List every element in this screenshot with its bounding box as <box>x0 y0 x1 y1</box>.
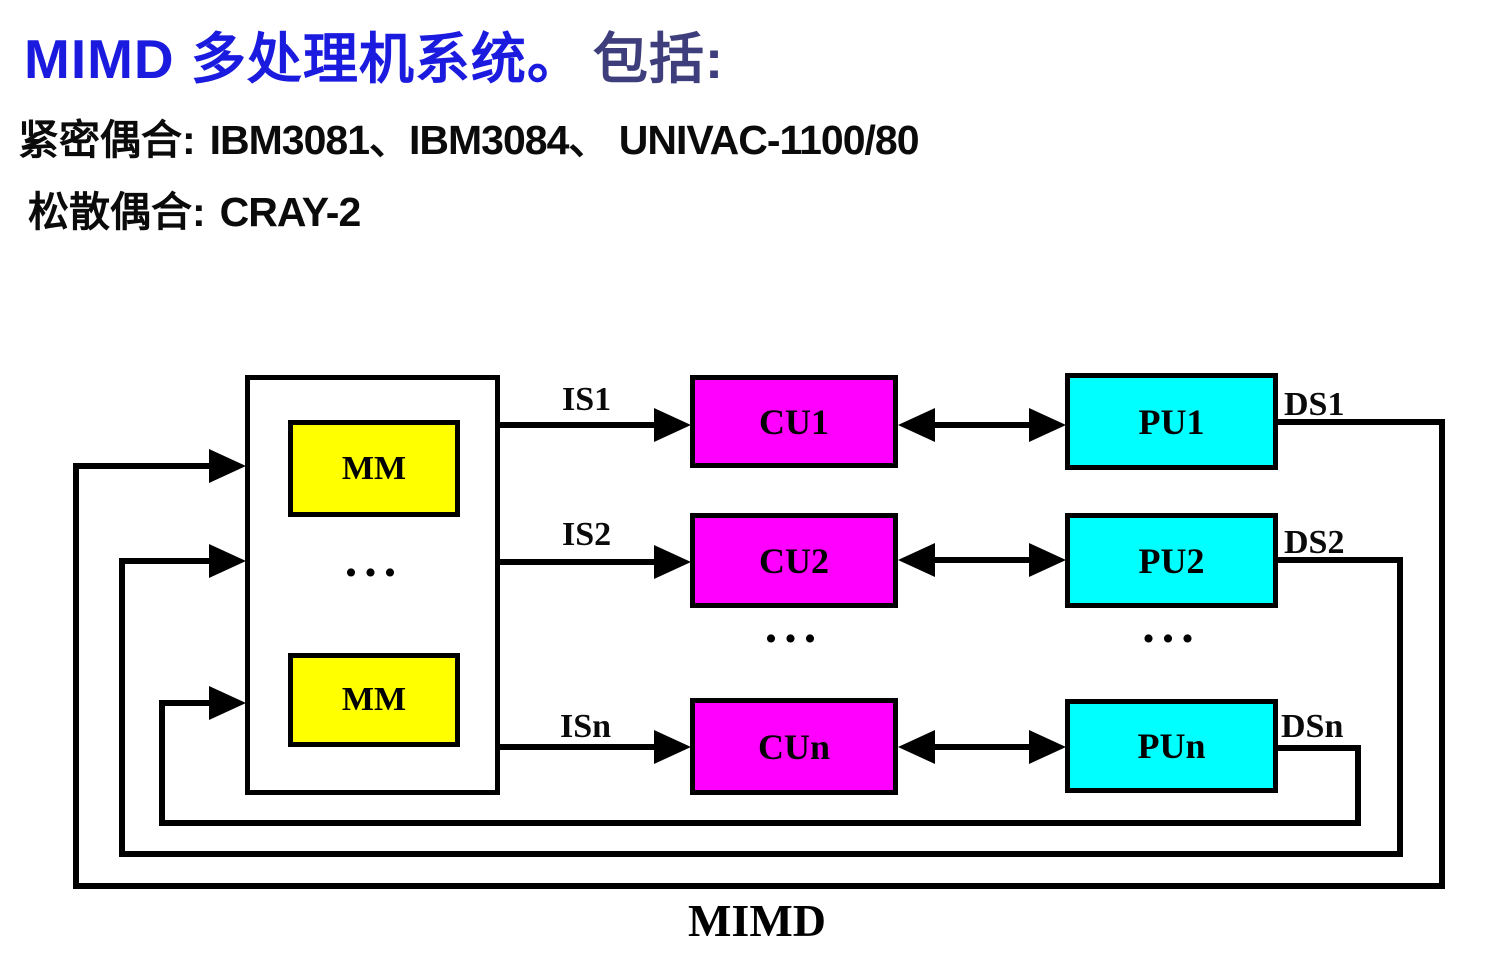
cun-pun-left-arrowhead-icon <box>898 730 935 764</box>
dsn-line-into-memory <box>159 700 212 706</box>
cun-pun-line <box>930 744 1033 750</box>
dsn-line-out <box>1275 745 1361 751</box>
ds2-line-into-memory <box>119 558 212 564</box>
tight-coupling-label: 紧密偶合: <box>18 117 196 163</box>
is1-arrowhead-icon <box>654 408 691 442</box>
cu-ellipsis: ... <box>764 597 824 653</box>
memory-ellipsis: ... <box>344 531 404 587</box>
isn-line <box>500 744 656 750</box>
memory-module-1-label: MM <box>341 449 407 487</box>
ds1-line-bottom <box>73 883 1445 889</box>
cu2-box: CU2 <box>690 513 898 608</box>
pu2-box: PU2 <box>1065 513 1278 608</box>
ds2-line-out <box>1275 557 1403 563</box>
cun-label: CUn <box>757 726 831 767</box>
cu2-pu2-line <box>930 557 1033 563</box>
title-suffix: 包括: <box>592 28 725 90</box>
memory-module-n-box: MM <box>288 653 460 747</box>
is2-label: IS2 <box>562 516 612 553</box>
loose-coupling-label: 松散偶合: <box>28 189 206 235</box>
is1-label: IS1 <box>562 381 612 418</box>
diagram-caption: MIMD <box>688 895 826 946</box>
ds2-line-right-vertical <box>1397 557 1403 857</box>
dsn-arrowhead-icon <box>209 686 246 720</box>
cu1-pu1-right-arrowhead-icon <box>1029 408 1066 442</box>
pun-box: PUn <box>1065 699 1278 793</box>
cu2-pu2-left-arrowhead-icon <box>898 543 935 577</box>
is2-arrowhead-icon <box>654 545 691 579</box>
ds2-line-bottom <box>119 851 1403 857</box>
ds1-line-left-vertical <box>73 463 79 889</box>
tight-coupling-line: 紧密偶合: IBM3081、IBM3084、 UNIVAC-1100/80 <box>18 106 919 166</box>
memory-module-1-box: MM <box>288 420 460 517</box>
cu1-pu1-line <box>930 422 1033 428</box>
cu2-pu2-right-arrowhead-icon <box>1029 543 1066 577</box>
pu1-label: PU1 <box>1138 401 1205 442</box>
cu1-box: CU1 <box>690 375 898 468</box>
dsn-line-left-vertical <box>159 700 165 826</box>
pu-ellipsis: ... <box>1142 597 1201 653</box>
loose-coupling-line: 松散偶合: CRAY-2 <box>28 178 362 238</box>
ds2-label: DS2 <box>1284 524 1345 561</box>
ds1-arrowhead-icon <box>209 449 246 483</box>
memory-module-n-label: MM <box>341 681 407 718</box>
pun-label: PUn <box>1137 726 1206 766</box>
ds1-line-into-memory <box>73 463 212 469</box>
isn-label: ISn <box>560 708 612 745</box>
is1-line <box>500 422 656 428</box>
cu1-label: CU1 <box>759 401 829 442</box>
pu1-box: PU1 <box>1065 373 1278 470</box>
is2-line <box>500 559 656 565</box>
ds1-line-right-vertical <box>1439 419 1445 889</box>
loose-coupling-examples: CRAY-2 <box>219 189 362 235</box>
title-highlight: MIMD 多处理机系统。 <box>24 28 583 90</box>
cu2-label: CU2 <box>759 540 829 581</box>
dsn-label: DSn <box>1281 708 1344 745</box>
ds2-line-left-vertical <box>119 558 125 857</box>
dsn-line-bottom <box>159 820 1361 826</box>
ds1-label: DS1 <box>1284 386 1345 423</box>
page-title: MIMD 多处理机系统。包括: <box>24 14 724 94</box>
pu2-label: PU2 <box>1138 540 1205 581</box>
cu1-pu1-left-arrowhead-icon <box>898 408 935 442</box>
cun-pun-right-arrowhead-icon <box>1029 730 1066 764</box>
cun-box: CUn <box>690 698 898 795</box>
ds2-arrowhead-icon <box>209 544 246 578</box>
ds1-line-out <box>1275 419 1445 425</box>
isn-arrowhead-icon <box>654 730 691 764</box>
tight-coupling-examples: IBM3081、IBM3084、 UNIVAC-1100/80 <box>209 117 920 163</box>
dsn-line-right-vertical <box>1355 745 1361 826</box>
